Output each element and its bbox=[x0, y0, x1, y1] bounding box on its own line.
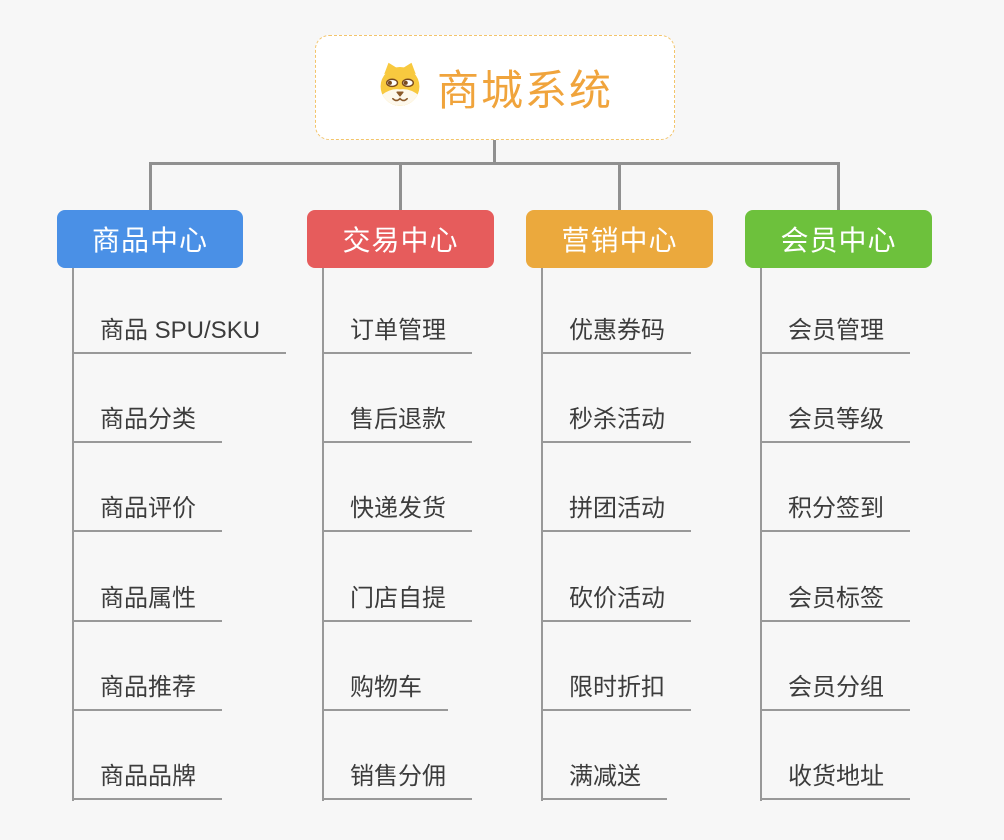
branch-children-trade: 订单管理 售后退款 快递发货 门店自提 购物车 销售分佣 bbox=[322, 268, 602, 808]
dog-face-icon bbox=[377, 62, 423, 113]
branch-label: 商品中心 bbox=[91, 225, 208, 256]
child-node[interactable]: 优惠券码 bbox=[541, 316, 691, 354]
child-node[interactable]: 门店自提 bbox=[322, 584, 472, 622]
child-node[interactable]: 会员分组 bbox=[760, 673, 910, 711]
branch-label: 交易中心 bbox=[342, 225, 459, 256]
root-node-mall-system[interactable]: 商城系统 bbox=[315, 35, 675, 140]
branch-label: 会员中心 bbox=[780, 225, 897, 256]
connector-drop-member bbox=[837, 162, 840, 210]
child-node[interactable]: 售后退款 bbox=[322, 405, 472, 443]
connector-spine-marketing bbox=[541, 268, 543, 801]
child-node[interactable]: 快递发货 bbox=[322, 494, 472, 532]
child-node[interactable]: 收货地址 bbox=[760, 762, 910, 800]
branch-node-member-center[interactable]: 会员中心 bbox=[745, 210, 932, 268]
branch-label: 营销中心 bbox=[561, 225, 678, 256]
child-node[interactable]: 会员管理 bbox=[760, 316, 910, 354]
child-node[interactable]: 会员标签 bbox=[760, 584, 910, 622]
connector-drop-product bbox=[149, 162, 152, 210]
child-node[interactable]: 购物车 bbox=[322, 673, 448, 711]
child-node[interactable]: 砍价活动 bbox=[541, 584, 691, 622]
child-node[interactable]: 秒杀活动 bbox=[541, 405, 691, 443]
connector-spine-member bbox=[760, 268, 762, 801]
child-node[interactable]: 拼团活动 bbox=[541, 494, 691, 532]
child-node[interactable]: 商品属性 bbox=[72, 584, 222, 622]
child-node[interactable]: 限时折扣 bbox=[541, 673, 691, 711]
branch-children-member: 会员管理 会员等级 积分签到 会员标签 会员分组 收货地址 bbox=[760, 268, 1004, 808]
child-node[interactable]: 会员等级 bbox=[760, 405, 910, 443]
child-node[interactable]: 销售分佣 bbox=[322, 762, 472, 800]
connector-drop-marketing bbox=[618, 162, 621, 210]
child-node[interactable]: 商品推荐 bbox=[72, 673, 222, 711]
branch-children-marketing: 优惠券码 秒杀活动 拼团活动 砍价活动 限时折扣 满减送 bbox=[541, 268, 821, 808]
branch-node-trade-center[interactable]: 交易中心 bbox=[307, 210, 494, 268]
branch-node-product-center[interactable]: 商品中心 bbox=[57, 210, 243, 268]
connector-spine-trade bbox=[322, 268, 324, 801]
connector-root-stub bbox=[493, 140, 496, 163]
connector-horizontal-bar bbox=[149, 162, 840, 165]
child-node[interactable]: 商品 SPU/SKU bbox=[72, 316, 287, 354]
child-node[interactable]: 商品品牌 bbox=[72, 762, 222, 800]
child-node[interactable]: 商品分类 bbox=[72, 405, 222, 443]
branch-children-product: 商品 SPU/SKU 商品分类 商品评价 商品属性 商品推荐 商品品牌 bbox=[72, 268, 352, 808]
child-node[interactable]: 满减送 bbox=[541, 762, 667, 800]
child-node[interactable]: 商品评价 bbox=[72, 494, 222, 532]
branch-node-marketing-center[interactable]: 营销中心 bbox=[526, 210, 713, 268]
child-node[interactable]: 订单管理 bbox=[322, 316, 472, 354]
root-node-title: 商城系统 bbox=[436, 67, 613, 114]
child-node[interactable]: 积分签到 bbox=[760, 494, 910, 532]
connector-drop-trade bbox=[399, 162, 402, 210]
connector-spine-product bbox=[72, 268, 74, 801]
